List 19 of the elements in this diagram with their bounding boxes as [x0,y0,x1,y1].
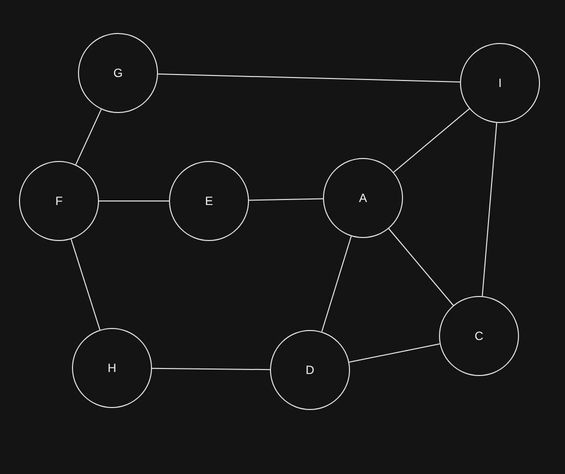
node-label: F [55,194,63,208]
node-label: G [113,66,123,80]
connector-line [388,228,454,306]
connector-line [75,108,102,166]
connector-line [70,238,100,330]
connector-line [393,108,470,173]
connector-line [248,198,324,201]
connector-line [348,343,440,363]
connector-line [152,368,270,370]
connector-line [98,200,170,202]
node-label: D [306,363,314,377]
connector-line [321,236,352,332]
node-label: C [474,329,484,343]
connector-line [157,74,461,82]
node-label: I [498,76,502,90]
node-label: E [204,194,213,208]
node-label: A [358,191,367,205]
connector-line [482,122,498,297]
node-label: H [108,361,116,375]
